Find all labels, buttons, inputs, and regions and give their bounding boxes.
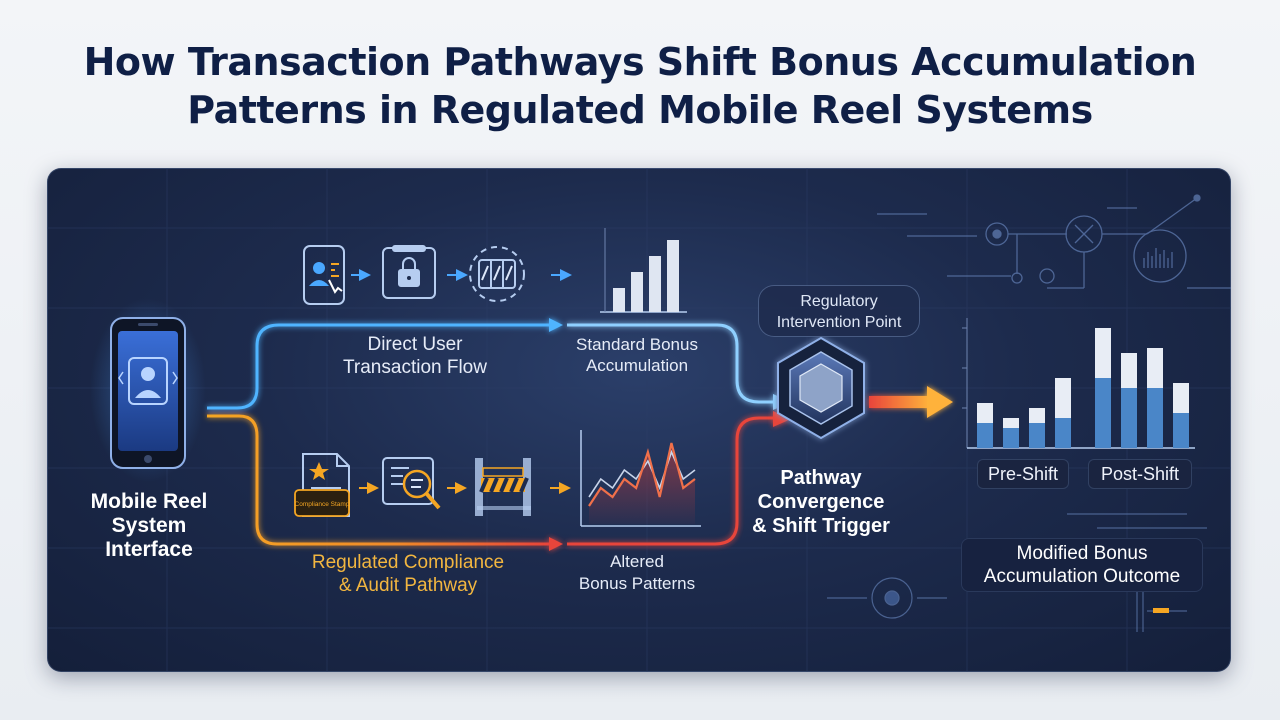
top-path-arrowhead [549,318,563,332]
outcome-bar-base [1055,418,1071,448]
source-label: Mobile Reel System Interface [71,490,227,562]
outcome-bar-top [1173,383,1189,413]
barrier-icon [475,458,531,516]
outcome-bar-top [1003,418,1019,428]
convergence-hexagon-icon [777,336,865,440]
top-path-label: Direct User Transaction Flow [315,333,515,379]
title-line-1: How Transaction Pathways Shift Bonus Acc… [83,40,1197,84]
outcome-bar-base [1173,413,1189,448]
mini-bar [649,256,661,312]
outcome-bar-base [977,423,993,448]
altered-bonus-line-1: Altered [610,552,664,571]
top-path-label-line-1: Direct User [367,334,463,355]
post-shift-label: Post-Shift [1088,459,1192,489]
bottom-path-label-line-2: & Audit Pathway [338,575,478,596]
top-path-line-2 [567,323,775,404]
outcome-box: Modified Bonus Accumulation Outcome [961,538,1203,592]
mini-bar [667,240,679,312]
outcome-bar-top [977,403,993,423]
standard-bonus-line-1: Standard Bonus [576,335,698,354]
line-area [589,443,695,524]
altered-bonus-line-2: Bonus Patterns [578,574,696,593]
outcome-bar-base [1147,388,1163,448]
circuit-decoration-top [877,194,1231,289]
orange-indicator-dash [1153,608,1169,613]
altered-bonus-chart [580,430,701,527]
bottom-path-label-line-1: Regulated Compliance [311,552,505,573]
top-path-label-line-2: Transaction Flow [343,357,487,378]
reel-icon [469,246,525,302]
outcome-bar-top [1029,408,1045,423]
source-label-line-2: System [111,514,187,537]
arrow-icon [359,269,371,281]
output-arrow-icon [869,386,953,418]
bottom-path-arrowhead [549,537,563,551]
lock-icon [382,245,436,299]
source-label-line-3: Interface [105,538,193,561]
outcome-bar-base [1003,428,1019,448]
arrow-icon [560,269,572,281]
compliance-stamp-text: Compliance Stamp [295,501,350,508]
arrow-icon [559,482,571,494]
page-title: How Transaction Pathways Shift Bonus Acc… [0,38,1280,134]
audit-magnifier-icon [382,457,441,510]
standard-bonus-line-2: Accumulation [585,356,689,375]
regulatory-badge: Regulatory Intervention Point [758,285,920,337]
outcome-bar-base [1095,378,1111,448]
outcome-bar-top [1121,353,1137,388]
pre-shift-label: Pre-Shift [977,459,1069,489]
standard-bonus-label: Standard Bonus Accumulation [552,334,722,376]
convergence-label-line-1: Pathway [780,467,862,489]
top-path-line [207,323,549,410]
user-transaction-icon [303,245,345,305]
outcome-bar-base [1029,423,1045,448]
arrow-icon [456,269,468,281]
regulatory-badge-line-1: Regulatory [800,293,878,310]
bottom-path-line-2 [567,416,775,546]
convergence-label-line-2: Convergence [757,491,885,513]
diagram-panel: Compliance Stamp [47,168,1231,672]
compliance-stamp-icon: Compliance Stamp [294,489,350,517]
convergence-label-line-3: & Shift Trigger [752,515,890,537]
diagram-artwork: Compliance Stamp [47,168,1231,672]
circuit-decoration-bottom [827,513,1207,632]
bottom-path-label: Regulated Compliance & Audit Pathway [293,551,523,597]
source-label-line-1: Mobile Reel [90,490,208,513]
outcome-bar-top [1147,348,1163,388]
bottom-merge-arrowhead [773,411,791,427]
arrow-icon [455,482,467,494]
outcome-bar-base [1121,388,1137,448]
mini-bar [631,272,643,312]
altered-bonus-label: Altered Bonus Patterns [547,551,727,595]
convergence-label: Pathway Convergence & Shift Trigger [741,466,901,538]
title-line-2: Patterns in Regulated Mobile Reel System… [187,88,1093,132]
standard-bonus-chart [600,228,687,313]
regulatory-badge-line-2: Intervention Point [776,314,902,331]
mobile-phone-icon [110,317,186,469]
outcome-box-line-2: Accumulation Outcome [983,566,1181,587]
outcome-chart [962,318,1195,449]
outcome-box-line-1: Modified Bonus [1016,543,1148,564]
background-grid [47,168,1231,672]
line-series-b [588,442,696,507]
mini-bar [613,288,625,312]
outcome-bar-top [1095,328,1111,378]
outcome-bar-top [1055,378,1071,418]
arrow-icon [367,482,379,494]
bottom-path-line [207,414,549,546]
